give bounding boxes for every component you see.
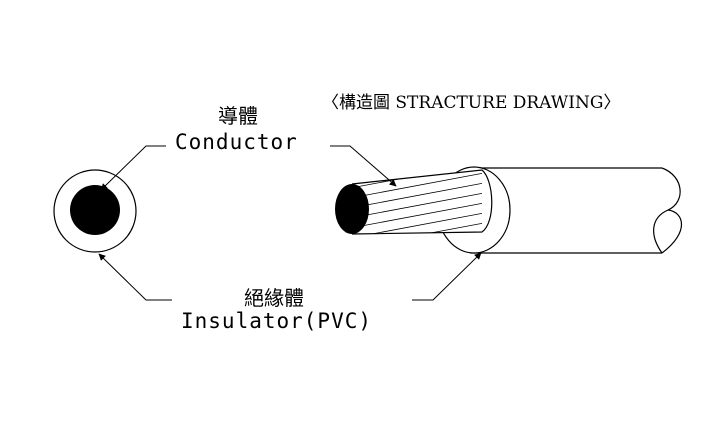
conductor-label-en: Conductor — [175, 130, 298, 154]
insulator-label-en: Insulator(PVC) — [181, 309, 373, 333]
insulator-leader-right — [412, 252, 482, 301]
conductor-leader-left — [100, 145, 166, 191]
conductor-label-zh: 導體 — [218, 104, 258, 128]
insulator-leader-left — [98, 253, 172, 301]
conductor-strands — [352, 170, 482, 234]
cable-side-view — [335, 166, 682, 254]
drawing-title: 〈構造圖 STRACTURE DRAWING〉 — [322, 93, 621, 113]
jacket-break-end — [653, 167, 682, 254]
leader-lines — [98, 145, 482, 301]
cross-section-insulation — [53, 169, 137, 253]
cross-section-conductor — [70, 185, 120, 235]
conductor-leader-right — [330, 145, 397, 187]
cross-section — [53, 169, 137, 253]
conductor-end-face — [335, 184, 369, 234]
insulator-label-zh: 絕緣體 — [244, 286, 304, 310]
